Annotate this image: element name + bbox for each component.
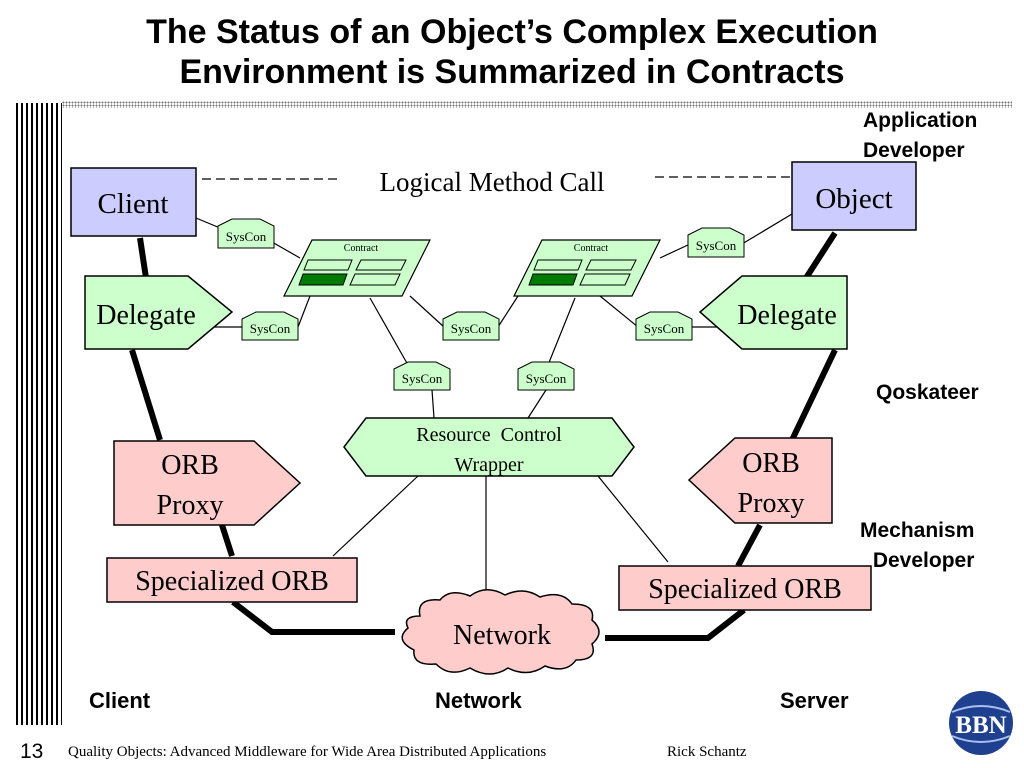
role-qoskateer: Qoskateer — [876, 381, 979, 404]
delegate-left-shape[interactable] — [84, 275, 234, 350]
logical-call-dashes — [202, 176, 792, 180]
syscon-badge[interactable]: SysCon — [217, 218, 275, 249]
syscon-label: SysCon — [696, 238, 737, 253]
title-line-2: Environment is Summarized in Contracts — [179, 53, 845, 91]
orb-proxy-left-line-2: Proxy — [157, 490, 224, 521]
logical-method-call-label: Logical Method Call — [380, 167, 605, 197]
delegate-right-shape[interactable] — [698, 275, 848, 350]
title-line-1: The Status of an Object’s Complex Execut… — [146, 13, 878, 51]
contract-right-label: Contract — [574, 243, 609, 254]
bbn-logo: BBN — [949, 691, 1013, 755]
resource-control-wrapper-shape[interactable] — [343, 417, 635, 477]
contract-right[interactable]: Contract — [513, 239, 661, 297]
specialized-orb-left-box[interactable] — [106, 557, 358, 603]
bottom-label-network: Network — [435, 688, 522, 713]
role-mechanism-developer-line-2: Developer — [872, 549, 975, 572]
role-application-developer-line-2: Developer — [863, 139, 965, 162]
top-dotted-rule — [62, 101, 1012, 108]
role-application-developer: Application Developer — [863, 106, 977, 166]
thin-connectors — [188, 213, 793, 598]
specialized-orb-right-label: Specialized ORB — [648, 574, 842, 605]
contract-left[interactable]: Contract — [283, 239, 431, 297]
contract-left-label: Contract — [344, 243, 379, 254]
specialized-orb-left-label: Specialized ORB — [135, 566, 329, 597]
rcw-line-1: Resource Control — [416, 424, 562, 446]
syscon-label: SysCon — [226, 229, 267, 244]
syscon-badge[interactable]: SysCon — [635, 311, 693, 341]
thick-connectors — [129, 231, 838, 641]
syscon-label: SysCon — [526, 371, 567, 386]
syscon-label: SysCon — [402, 371, 443, 386]
syscon-label: SysCon — [644, 321, 685, 336]
orb-proxy-left-shape[interactable] — [113, 440, 302, 526]
bbn-logo-text: BBN — [955, 712, 1006, 739]
syscon-badge[interactable]: SysCon — [687, 227, 745, 258]
left-stripe-bar — [16, 103, 60, 725]
orb-proxy-right-line-2: Proxy — [738, 488, 805, 519]
syscon-label: SysCon — [451, 321, 492, 336]
syscon-badge[interactable]: SysCon — [241, 311, 299, 341]
slide-title: The Status of an Object’s Complex Execut… — [0, 12, 1024, 92]
object-label: Object — [815, 183, 892, 215]
orb-proxy-left-line-1: ORB — [161, 450, 219, 481]
client-label: Client — [98, 188, 169, 220]
syscon-label: SysCon — [250, 321, 291, 336]
network-cloud-label: Network — [453, 620, 551, 651]
left-border-line — [61, 103, 62, 725]
delegate-right-label: Delegate — [737, 300, 837, 331]
bottom-label-client: Client — [89, 688, 151, 713]
footer-text: Quality Objects: Advanced Middleware for… — [68, 744, 547, 760]
syscon-badge[interactable]: SysCon — [517, 361, 575, 391]
bottom-label-server: Server — [780, 688, 849, 713]
page-number: 13 — [20, 740, 44, 763]
rcw-line-2: Wrapper — [454, 454, 523, 476]
orb-proxy-right-line-1: ORB — [742, 448, 800, 479]
network-cloud[interactable] — [401, 589, 600, 675]
syscon-badge[interactable]: SysCon — [442, 311, 500, 341]
footer-author: Rick Schantz — [667, 744, 747, 760]
role-mechanism-developer: Mechanism Developer — [860, 516, 974, 576]
object-box[interactable] — [791, 161, 917, 231]
delegate-left-label: Delegate — [96, 300, 196, 331]
client-box[interactable] — [70, 167, 197, 237]
role-mechanism-developer-line-1: Mechanism — [860, 519, 975, 542]
syscon-badge[interactable]: SysCon — [393, 361, 451, 391]
syscon-badges: SysCon SysCon SysCon SysCon SysCon SysCo… — [217, 218, 745, 391]
role-application-developer-line-1: Application — [863, 109, 978, 132]
orb-proxy-right-shape[interactable] — [687, 437, 833, 524]
specialized-orb-right-box[interactable] — [618, 565, 872, 611]
